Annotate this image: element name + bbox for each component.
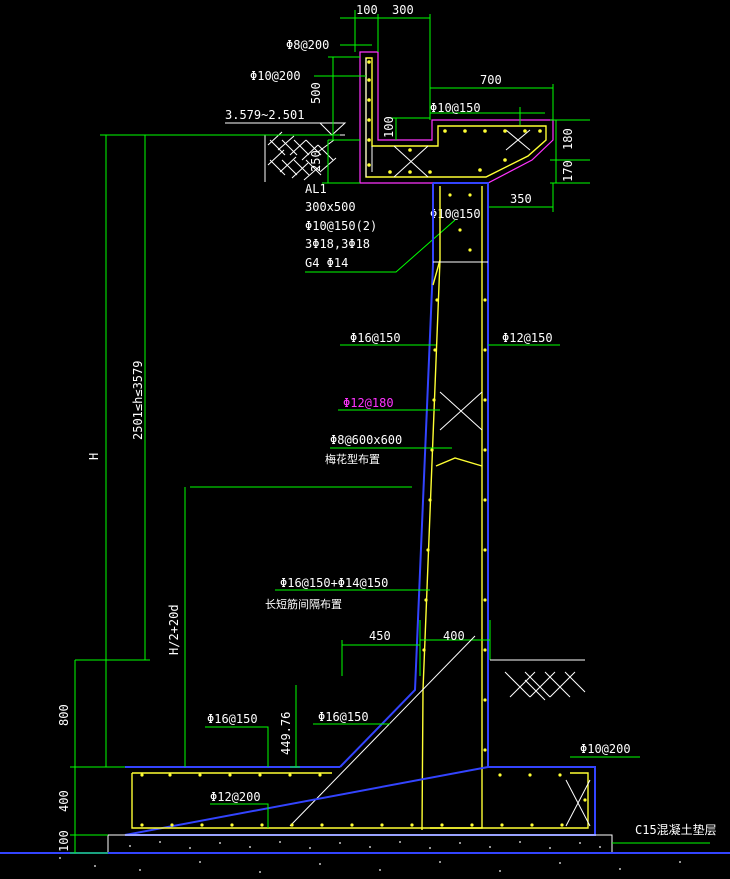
dim-170: 170 — [561, 160, 575, 182]
label-al1-4: G4 Φ14 — [305, 256, 348, 270]
wall-stem — [339, 182, 489, 831]
dim-250: 250 — [309, 150, 323, 172]
label-alt-layout: 长短筋间隔布置 — [265, 597, 342, 611]
dim-180: 180 — [561, 128, 575, 150]
label-al1-3: 3Φ18,3Φ18 — [305, 237, 370, 251]
footing-bottom-rebar — [131, 772, 589, 829]
label-phi16-150-a: Φ16@150 — [207, 712, 258, 726]
label-al1-1: 300x500 — [305, 200, 356, 214]
label-phi16-14: Φ16@150+Φ14@150 — [280, 576, 388, 590]
label-phi16-150-wall: Φ16@150 — [350, 331, 401, 345]
wall-right-rebar — [430, 186, 483, 829]
dim-100-top: 100 — [356, 3, 378, 17]
beam-stem-rebar — [365, 58, 373, 177]
wall-outline — [339, 182, 489, 768]
label-level-range: 3.579~2.501 — [225, 108, 304, 122]
dim-H: H — [87, 453, 101, 460]
wall-left-rebar — [421, 186, 441, 831]
dim-400-wall: 400 — [443, 629, 465, 643]
level-marker — [225, 122, 347, 136]
label-phi10-150-mid: Φ10@150 — [430, 207, 481, 221]
label-phi12-180: Φ12@180 — [343, 396, 394, 410]
top-dimensions: 100 300 700 500 100 250 180 170 350 — [309, 3, 590, 212]
footing-outline — [124, 766, 596, 836]
label-phi12-200: Φ12@200 — [210, 790, 261, 804]
wall-rebar-dots — [422, 193, 487, 752]
label-cushion: C15混凝土垫层 — [635, 822, 717, 837]
label-plum-layout: 梅花型布置 — [325, 452, 380, 466]
left-dimensions: H 2501≤h≤3579 H/2+20d 800 400 100 449.76 — [57, 134, 340, 854]
footing-rebar-dots — [140, 773, 587, 827]
label-al1-0: AL1 — [305, 182, 327, 196]
beam-rebar-dots — [367, 60, 542, 174]
top-labels: Φ8@200 Φ10@200 3.579~2.501 Φ10@150 Φ10@1… — [225, 38, 545, 273]
beam-cross — [393, 129, 531, 178]
label-phi16-150-b: Φ16@150 — [318, 710, 369, 724]
wall-labels: Φ16@150 Φ12@150 Φ12@180 Φ8@600x600 梅花型布置… — [190, 331, 560, 827]
label-phi8-600: Φ8@600x600 — [330, 433, 402, 447]
dim-100-mid: 100 — [382, 116, 396, 138]
wall-hook-rebar — [432, 259, 483, 467]
footing-labels: Φ16@150 Φ16@150 Φ12@200 Φ10@200 C15混凝土垫层 — [205, 710, 717, 844]
dim-100-left: 100 — [57, 830, 71, 852]
haunch-rebar — [289, 635, 476, 827]
dim-449: 449.76 — [279, 712, 293, 755]
footing — [0, 766, 730, 873]
dim-700: 700 — [480, 73, 502, 87]
label-phi10-200-base: Φ10@200 — [580, 742, 631, 756]
dim-300-top: 300 — [392, 3, 414, 17]
dim-450: 450 — [369, 629, 391, 643]
beam-stirrup — [365, 57, 547, 178]
dim-range: 2501≤h≤3579 — [131, 361, 145, 440]
label-phi10-200: Φ10@200 — [250, 69, 301, 83]
dim-400-left: 400 — [57, 790, 71, 812]
dim-350: 350 — [510, 192, 532, 206]
cushion-outline — [107, 834, 613, 854]
dim-500: 500 — [309, 82, 323, 104]
label-phi10-150-top: Φ10@150 — [430, 101, 481, 115]
dim-half: H/2+20d — [167, 604, 181, 655]
label-al1-2: Φ10@150(2) — [305, 219, 377, 233]
soil-hatch-right — [490, 659, 586, 701]
soil-hatch-top — [264, 131, 345, 182]
label-phi8-200: Φ8@200 — [286, 38, 329, 52]
wall-cross — [439, 391, 483, 431]
label-phi12-150-wall: Φ12@150 — [502, 331, 553, 345]
dim-800: 800 — [57, 704, 71, 726]
cushion-speckle — [59, 841, 681, 873]
footing-cross — [565, 779, 591, 827]
